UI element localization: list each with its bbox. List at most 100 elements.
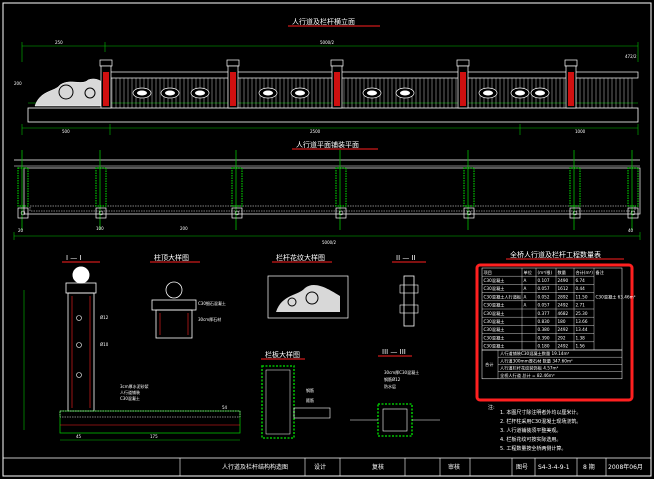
elev-bot-left-dim: 500: [62, 129, 70, 134]
table-cell: 0.180: [538, 344, 550, 349]
elevation-top-dimension: [21, 42, 639, 62]
design-label: 设计: [314, 463, 326, 471]
plan-post-hatch: [463, 167, 475, 207]
table-cell: A: [524, 278, 527, 283]
sec1-width-dim: 45: [76, 434, 82, 439]
section3-title: III — III: [382, 348, 406, 356]
elevation-post: [564, 59, 578, 109]
post-cap-callout-2: 30cm厚石材: [198, 316, 221, 322]
notes-label: 注:: [488, 404, 495, 411]
plan-post-anchor: [98, 210, 104, 216]
table-cell: A: [524, 294, 527, 299]
table-cell: 6.74: [576, 278, 586, 283]
railing-elevation: [27, 59, 639, 123]
sec3-callout-3: 防水层: [384, 383, 396, 389]
note-item: 3. 人行道铺装须平整美观。: [500, 427, 561, 434]
sec3-callout-2: 钢筋Ø12: [384, 376, 401, 382]
table-cell: 0.377: [538, 311, 550, 316]
base-callout-2: 人行道铺装: [120, 389, 140, 395]
table-cell: 0.380: [538, 327, 550, 332]
table-cell: 2892: [558, 294, 569, 299]
plan-post-hatch: [231, 167, 243, 207]
railing-medallion-core: [400, 90, 410, 96]
table-cell: A: [524, 286, 527, 291]
table-header-cell: 合计(m³): [576, 269, 594, 276]
sheet-number: 8 期: [583, 463, 595, 471]
railing-medallion-core: [535, 90, 545, 96]
table-cell: 2492: [558, 303, 569, 308]
table-cell: 0.057: [538, 303, 550, 308]
elevation-post: [456, 59, 470, 109]
table-cell: C30混凝土 63.46m³: [596, 293, 636, 300]
quantity-table-highlight[interactable]: [475, 263, 634, 402]
railing-medallion-core: [367, 90, 377, 96]
table-header-cell: 单位: [524, 269, 532, 276]
section1-title: I — I: [66, 254, 82, 262]
railing-medallion-core: [483, 90, 493, 96]
note-item: 2. 栏杆柱采用C30混凝土现场浇筑。: [500, 418, 581, 425]
sec1-base-dim: 175: [150, 434, 158, 439]
table-cell: 0.107: [538, 278, 550, 283]
fig-label: 图号: [516, 464, 528, 471]
table-cell: 0.052: [538, 294, 550, 299]
railing-medallion-core: [195, 90, 205, 96]
review-label: 复核: [372, 463, 384, 471]
plan-post-anchor: [630, 210, 636, 216]
sec3-callout-1: 30cm厚C30混凝土: [384, 369, 419, 375]
table-cell: 2492: [558, 327, 569, 332]
section2-detail: [399, 275, 419, 327]
elevation-title: 人行道及栏杆横立面: [292, 17, 355, 26]
table-cell: 11.50: [576, 294, 588, 299]
table-cell: 1.56: [576, 344, 586, 349]
table-cell: C30混凝土: [484, 310, 505, 317]
railing-medallion-core: [263, 90, 273, 96]
plan-post-footing: [231, 207, 243, 219]
base-callout-3: C30混凝土: [120, 395, 140, 401]
table-cell: 1612: [558, 286, 569, 291]
plan-post-anchor: [466, 210, 472, 216]
sec1-right-dim: 54: [222, 405, 228, 410]
note-item: 4. 栏板花纹可按实际选用。: [500, 436, 561, 443]
table-summary-row: 人行道300mm厚石材 数量 347.60m²: [500, 357, 573, 364]
railing-medallion-core: [165, 90, 175, 96]
plan-post-footing: [463, 207, 475, 219]
table-cell: A: [524, 303, 527, 308]
railing-medallion-core: [295, 90, 305, 96]
drawing-name: 人行道及栏杆结构构造图: [222, 463, 288, 471]
post-cap-detail: [151, 281, 197, 339]
notes-list: 1. 本图尺寸除注明者外均以厘米计。2. 栏杆柱采用C30混凝土现场浇筑。3. …: [500, 409, 581, 452]
section3-detail: [350, 403, 440, 437]
hoop-title: 栏板大样图: [265, 350, 300, 359]
table-cell: 2.71: [576, 303, 586, 308]
approve-label: 审核: [448, 463, 460, 471]
table-cell: C30混凝土: [484, 318, 505, 325]
base-callout-1: 3cm厚水泥砂浆: [120, 383, 149, 389]
table-header-cell: (m³/根): [538, 269, 553, 276]
table-cell: 1.38: [576, 335, 586, 340]
plan-post-anchor: [338, 210, 344, 216]
table-cell: 4682: [558, 311, 569, 316]
railing-medallion-core: [137, 90, 147, 96]
post-cap-callout-1: C30细石混凝土: [198, 300, 226, 306]
plan-post-footing: [95, 207, 107, 219]
plan-view: [14, 150, 641, 230]
plan-post-footing: [627, 207, 639, 219]
table-cell: 2490: [558, 278, 569, 283]
hoop-callout-2: 箍筋: [306, 397, 314, 403]
note-item: 5. 工程数量按全桥两侧计算。: [500, 445, 566, 452]
plan-total-dim: 5000/2: [322, 240, 337, 245]
fig-number: S4-3-4-9-1: [538, 464, 570, 471]
elev-leftv-dim: 200: [14, 81, 22, 86]
table-cell: C30混凝土: [484, 277, 505, 284]
table-cell: 2492: [558, 344, 569, 349]
plan-post-hatch: [17, 167, 29, 207]
plan-post-anchor: [20, 210, 26, 216]
elev-bot-mid-dim: 2500: [310, 129, 321, 134]
drawing-date: 2008年06月: [608, 463, 643, 471]
pattern-title: 栏杆花纹大样图: [276, 253, 325, 262]
table-header-cell: 项目: [484, 270, 492, 276]
post-rebar-label-2: Ø10: [100, 342, 109, 347]
